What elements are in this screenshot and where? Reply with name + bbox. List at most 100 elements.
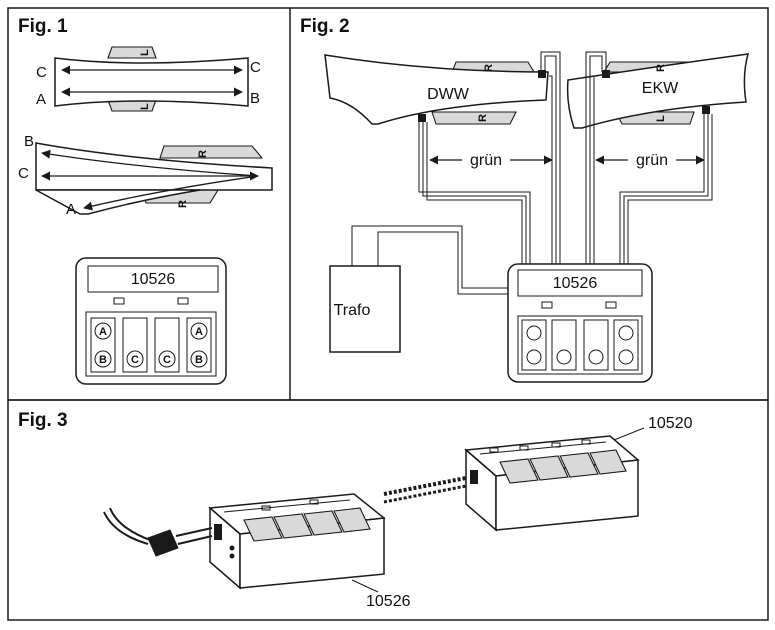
fig2-key-column-3 [583,319,609,371]
fig2-key-3-bottom[interactable] [588,349,604,365]
fig2-title: Fig. 2 [300,16,350,37]
link-cable-1 [383,476,467,496]
wire-ekw-right-3 [627,114,713,264]
fig2-device-display [517,269,643,297]
unit-10520-leader [613,427,645,441]
crossing-l-bottom: L [139,103,151,110]
unit-10526-jack-1 [229,553,235,559]
fig2-led-left [541,301,553,309]
trafo-label: Trafo [334,302,371,319]
unit-10526-socket [214,524,222,540]
wire-ekw-2 [589,55,603,264]
dww-label: DWW [427,86,470,103]
ekw-connector-left [602,70,610,78]
fig2-key-4-top[interactable] [618,325,634,341]
unit-10526-jack-2 [229,545,235,551]
gruen-right-label: grün [636,152,668,169]
key-b-left[interactable]: B [94,350,112,368]
key-c-2-label: C [163,354,171,366]
key-a-left-label: A [99,326,107,338]
key-c-1[interactable]: C [126,350,144,368]
gruen-left-bg [462,150,510,170]
unit-10520-led-4 [581,439,591,445]
key-a-left[interactable]: A [94,322,112,340]
wire-ekw-1 [585,51,607,264]
plug-cable-1 [109,507,151,541]
unit-10520-key-2[interactable] [529,455,569,481]
unit-10526-label: 10526 [366,593,411,610]
fig2-key-1-bottom[interactable] [526,349,542,365]
key-c-2[interactable]: C [158,350,176,368]
fig3-power-plug [103,507,213,557]
crossing-label-a: A [36,91,46,108]
plug-cable-2 [103,511,149,545]
plug-pin-1 [175,527,213,537]
fig1-turnout: R R B C A [18,133,273,218]
key-a-right[interactable]: A [190,322,208,340]
fig2-key-4-bottom[interactable] [618,349,634,365]
wire-ekw-right-2 [623,114,709,264]
fig2-device: 10526 [507,263,653,383]
dww-connector-left [418,114,426,122]
crossing-label-c-right: C [250,59,261,76]
key-column-3 [154,317,180,373]
key-column-2 [122,317,148,373]
fig2-key-column-1 [521,319,547,371]
unit-10520-socket [470,470,478,484]
unit-10526-key-2[interactable] [273,513,313,539]
dww-drive-bottom [431,111,517,125]
fig2-wiring: grün grün [351,51,713,295]
unit-10520: 10520 [464,415,693,532]
turnout-r-bottom: R [177,200,189,208]
wire-trafo-1 [351,225,510,289]
dww-connector-right [538,70,546,78]
fig2-key-column-4 [613,319,639,371]
key-column-1 [90,317,116,373]
key-b-right-label: B [195,354,203,366]
device-model: 10526 [131,271,176,288]
unit-10526-key-1[interactable] [243,516,283,542]
key-a-right-label: A [195,326,203,338]
fig1-title: Fig. 1 [18,16,68,37]
fig2-key-column-2 [551,319,577,371]
unit-10526-key-4[interactable] [333,507,371,533]
unit-10526: 10526 [208,493,411,610]
turnout-label-a: A [66,201,76,218]
ekw-r-top: R [655,64,667,72]
fig2-device-body [507,263,653,383]
key-b-right[interactable]: B [190,350,208,368]
unit-10526-led-2 [309,499,319,505]
dww-switch: DWW R R [324,54,549,125]
gruen-right-bg [628,150,676,170]
unit-10526-ridge [223,499,351,513]
dww-r-bottom: R [477,114,489,122]
wire-dww-left-1 [418,122,531,264]
turnout-label-b: B [24,133,34,150]
led-right [177,297,189,305]
unit-10520-key-1[interactable] [499,458,539,484]
device-display [87,265,219,293]
key-column-4 [186,317,212,373]
fig2-led-right [605,301,617,309]
fig1-crossing: L L C C A B [36,46,261,112]
crossing-label-c-left: C [36,64,47,81]
unit-10526-key-3[interactable] [303,510,343,536]
fig2-key-2-bottom[interactable] [556,349,572,365]
fig3-title: Fig. 3 [18,410,68,431]
button-area [85,311,217,377]
unit-10520-key-3[interactable] [559,452,599,478]
turnout-r-top: R [197,150,209,158]
arrow-a [83,175,259,211]
unit-10526-leader [351,579,379,593]
fig2-key-1-top[interactable] [526,325,542,341]
unit-10520-label: 10520 [648,415,693,432]
unit-10520-key-4[interactable] [589,449,627,475]
ekw-l-bottom: L [655,115,667,122]
wire-ekw-right-1 [619,114,705,264]
key-b-left-label: B [99,354,107,366]
ekw-label: EKW [642,80,679,97]
crossing-drive-top [107,46,157,59]
wire-trafo-2 [377,231,510,295]
ekw-track [566,53,750,129]
